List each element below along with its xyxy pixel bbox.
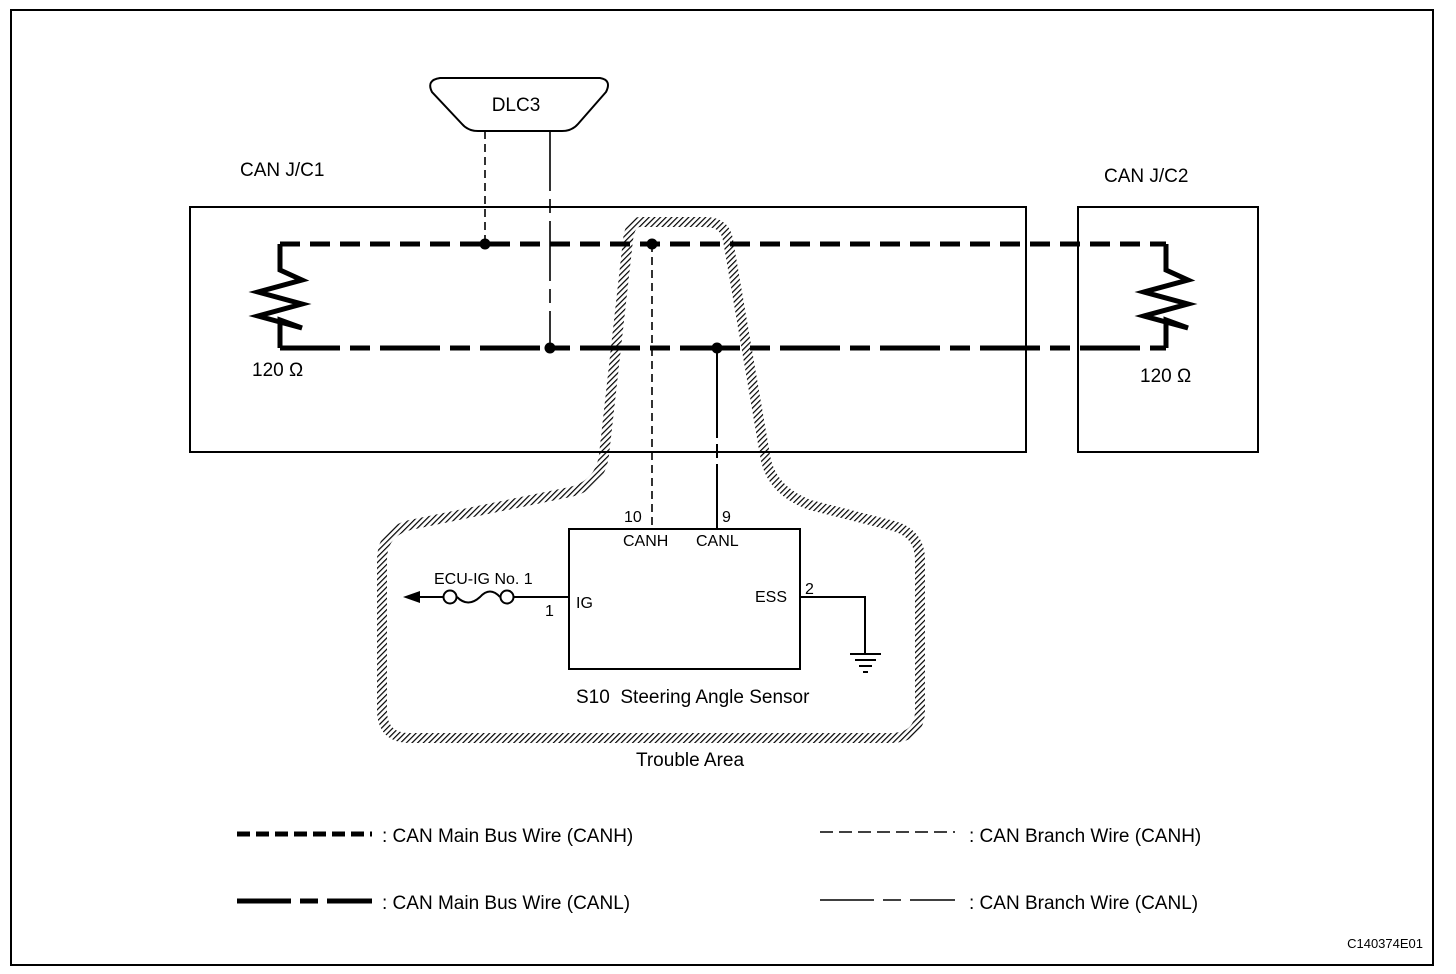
steering-angle-sensor-box [568,528,801,670]
fuse-icon [403,589,569,605]
pin-2-number: 2 [805,581,814,598]
pin-9-number: 9 [722,509,731,526]
dlc3-label: DLC3 [492,95,541,116]
pin-10-number: 10 [624,509,642,526]
figure-frame [10,9,1434,966]
pin-ig-label: IG [576,595,593,612]
legend-label-main-canh: : CAN Main Bus Wire (CANH) [382,826,633,847]
legend-label-main-canl: : CAN Main Bus Wire (CANL) [382,893,630,914]
pin-canl-label: CANL [696,533,739,550]
junction-dot [544,342,556,354]
can-jc2-box [1077,206,1259,453]
pin-1-number: 1 [545,603,554,620]
legend-label-branch-canl: : CAN Branch Wire (CANL) [969,893,1198,914]
junction-dot [646,238,658,250]
can-jc2-label: CAN J/C2 [1104,166,1188,187]
junction-dot [479,238,491,250]
ess-ground-wire [800,596,866,653]
trouble-area-outline [377,217,925,743]
dlc3-connector: DLC3 [429,77,609,132]
can-jc1-label: CAN J/C1 [240,160,324,181]
resistor-jc1-value: 120 Ω [252,360,303,381]
legend: : CAN Main Bus Wire (CANH) : CAN Main Bu… [237,826,1201,914]
junction-dot [711,342,723,354]
fuse-label: ECU-IG No. 1 [434,571,533,588]
can-jc1-box [189,206,1027,453]
figure-id: C140374E01 [1347,936,1423,951]
legend-label-branch-canh: : CAN Branch Wire (CANH) [969,826,1201,847]
resistor-jc1-icon [248,244,312,348]
sensor-label: S10 Steering Angle Sensor [576,687,810,708]
pin-canh-label: CANH [623,533,668,550]
pin-ess-label: ESS [755,589,787,606]
resistor-jc2-icon [1134,244,1198,348]
ground-icon [850,653,881,673]
trouble-area-label: Trouble Area [636,750,745,771]
resistor-jc2-value: 120 Ω [1140,366,1191,387]
